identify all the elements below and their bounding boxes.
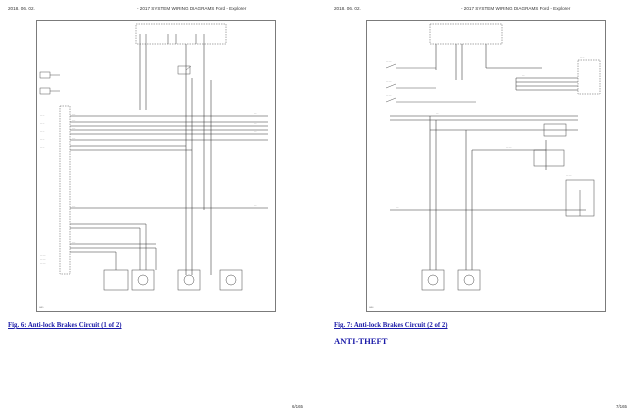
svg-text:—— ——: —— ——	[386, 81, 392, 83]
left-page: 2018. 06. 02. - 2017 SYSTEM WIRING DIAGR…	[8, 6, 303, 409]
svg-text:——: ——	[72, 242, 76, 244]
svg-text:—— —: —— —	[40, 139, 45, 141]
wiring-diagram-abs-2: —— —— —— —— —— —— —— —— — —— —— —— —— ——…	[366, 20, 606, 312]
header-title: - 2017 SYSTEM WIRING DIAGRAMS Ford - Exp…	[461, 6, 571, 11]
svg-text:——: ——	[396, 207, 399, 209]
svg-text:——: ——	[254, 123, 257, 125]
header-date: 2018. 06. 02.	[8, 6, 35, 11]
header-title: - 2017 SYSTEM WIRING DIAGRAMS Ford - Exp…	[137, 6, 247, 11]
svg-text:—— ——: —— ——	[40, 255, 46, 257]
svg-text:—— ——: —— ——	[386, 61, 392, 63]
header-date: 2018. 06. 02.	[334, 6, 361, 11]
svg-text:——: ——	[254, 113, 257, 115]
right-page: 2018. 06. 02. - 2017 SYSTEM WIRING DIAGR…	[320, 0, 640, 414]
svg-text:—— —: —— —	[40, 147, 45, 149]
figure-caption-link[interactable]: Fig. 7: Anti-lock Brakes Circuit (2 of 2…	[334, 322, 448, 329]
svg-text:—— ——: —— ——	[506, 147, 512, 149]
svg-text:—— —: —— —	[40, 115, 45, 117]
svg-text:——: ——	[72, 128, 76, 130]
page-number: 7/165	[616, 404, 627, 409]
figure-id: G016	[369, 307, 373, 309]
svg-text:——: ——	[72, 120, 76, 122]
svg-text:—— ——: —— ——	[566, 175, 572, 177]
svg-text:——: ——	[522, 75, 525, 77]
figure-caption-link[interactable]: Fig. 6: Anti-lock Brakes Circuit (1 of 2…	[8, 322, 122, 329]
svg-text:——: ——	[436, 113, 439, 115]
svg-text:—— ——: —— ——	[40, 263, 46, 265]
wiring-diagram-abs-1: —— —— —— —— —— —— —— — —— — —— — —— — ——…	[36, 20, 276, 312]
svg-text:——: ——	[72, 114, 76, 116]
section-heading: ANTI-THEFT	[334, 336, 388, 346]
svg-text:——: ——	[72, 206, 76, 208]
svg-text:—— ——: —— ——	[386, 95, 392, 97]
svg-text:——: ——	[254, 205, 257, 207]
page-number: 6/165	[292, 404, 303, 409]
svg-text:——: ——	[72, 138, 76, 140]
svg-text:—— —: —— —	[40, 131, 45, 133]
svg-text:—— —: —— —	[580, 57, 585, 59]
svg-text:——: ——	[254, 131, 257, 133]
figure-id: G015	[39, 307, 43, 309]
svg-text:—— —: —— —	[40, 123, 45, 125]
svg-text:—— ——: —— ——	[40, 259, 46, 261]
